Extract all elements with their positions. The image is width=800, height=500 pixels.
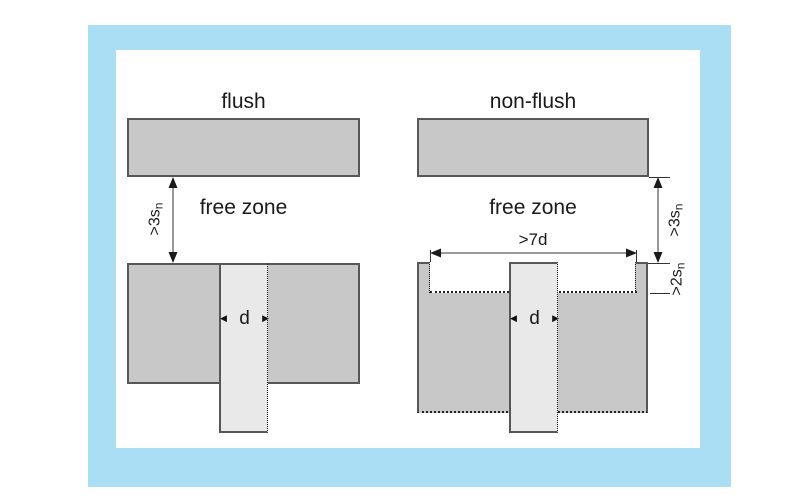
nonflush-d-arrow-left-icon: ◀ bbox=[510, 312, 517, 323]
nonflush-block-left-rim bbox=[417, 262, 430, 293]
nonflush-gap-dimension-label: >3sn bbox=[666, 203, 686, 237]
flush-free-zone-label: free zone bbox=[199, 196, 288, 219]
nonflush-target-plate bbox=[417, 118, 649, 177]
flush-d-label: d bbox=[239, 307, 250, 329]
nonflush-recess-depth-label: >2sn bbox=[668, 262, 688, 296]
nonflush-diameter-dimension: ◀ d ▶ bbox=[509, 307, 560, 329]
nonflush-clearance-width-label: >7d bbox=[518, 230, 548, 249]
flush-target-plate bbox=[127, 118, 360, 177]
nonflush-d-arrow-right-icon: ▶ bbox=[552, 312, 559, 323]
nonflush-block-right-rim bbox=[635, 262, 648, 293]
figure-frame bbox=[88, 25, 731, 487]
flush-d-arrow-right-icon: ▶ bbox=[262, 312, 269, 323]
flush-sensor bbox=[219, 263, 268, 433]
nonflush-recess-value: >2s bbox=[668, 269, 686, 296]
nonflush-recess-subscript: n bbox=[673, 262, 688, 270]
flush-title: flush bbox=[221, 90, 266, 113]
nonflush-sensor bbox=[509, 262, 558, 433]
nonflush-gap-subscript: n bbox=[671, 203, 686, 211]
nonflush-title: non-flush bbox=[489, 90, 577, 113]
flush-diameter-dimension: ◀ d ▶ bbox=[219, 307, 270, 329]
nonflush-gap-value: >3s bbox=[666, 210, 684, 237]
flush-d-arrow-left-icon: ◀ bbox=[220, 312, 227, 323]
nonflush-d-label: d bbox=[529, 307, 540, 329]
nonflush-free-zone-label: free zone bbox=[489, 196, 577, 219]
